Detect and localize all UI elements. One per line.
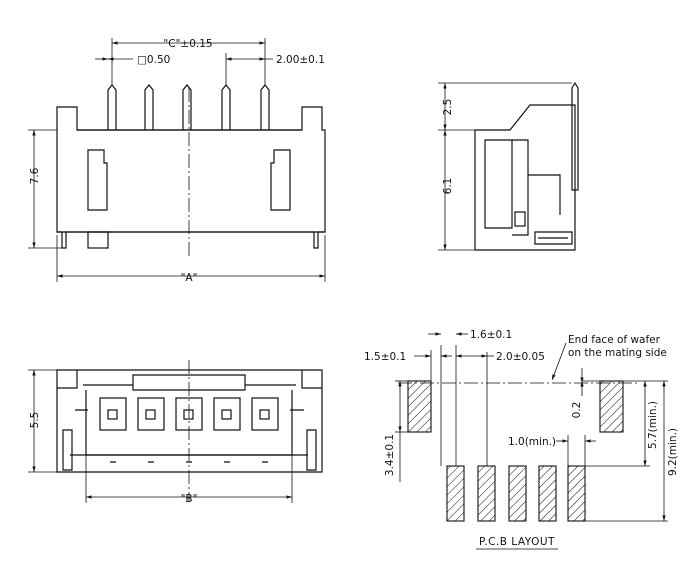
- contact-windows: [99, 397, 279, 431]
- dim-pitch-label-pcb: 2.0±0.05: [496, 351, 545, 363]
- dim-bottom-height-label: 5.5: [29, 412, 41, 429]
- dim-side-gap-label: 1.5±0.1: [364, 351, 406, 363]
- dim-top-label: 2.5: [442, 99, 454, 116]
- dim-pad-width-label: 1.6±0.1: [470, 329, 512, 341]
- side-pad-right: [599, 380, 624, 433]
- side-pad-left: [407, 380, 432, 433]
- dim-c-label: "C"±0.15: [163, 38, 212, 50]
- signal-pads: [446, 465, 586, 522]
- note-line1: End face of wafer: [568, 334, 661, 346]
- dim-min-gap-label: 1.0(min.): [508, 436, 556, 448]
- dim-square-label: □0.50: [137, 54, 170, 66]
- dim-offset-label: 0.2: [571, 402, 583, 419]
- pins: [107, 84, 270, 130]
- note-line2: on the mating side: [568, 347, 667, 359]
- dim-outer-label: 9.2(min.): [667, 428, 679, 476]
- dim-inner-label: 5.7(min.): [647, 401, 659, 449]
- dim-pad-height-label: 3.4±0.1: [384, 434, 396, 476]
- pcb-layout-title: P.C.B LAYOUT: [479, 536, 555, 548]
- dim-b-label: "B": [181, 493, 198, 505]
- dim-a-label: "A": [181, 272, 198, 284]
- dim-body-label: 6.1: [442, 178, 454, 195]
- bottom-view: 5.5 "B": [28, 360, 323, 505]
- bottom-housing: [56, 369, 323, 473]
- dim-height-label: 7.6: [29, 167, 41, 184]
- front-view: "C"±0.15 □0.50 2.00±0.1 7.6 "A": [28, 38, 326, 284]
- dim-pitch-label: 2.00±0.1: [276, 54, 325, 66]
- side-view: 2.5 6.1: [438, 81, 579, 251]
- pcb-layout: 1.5±0.1 1.6±0.1 2.0±0.05 End face of waf…: [364, 329, 679, 550]
